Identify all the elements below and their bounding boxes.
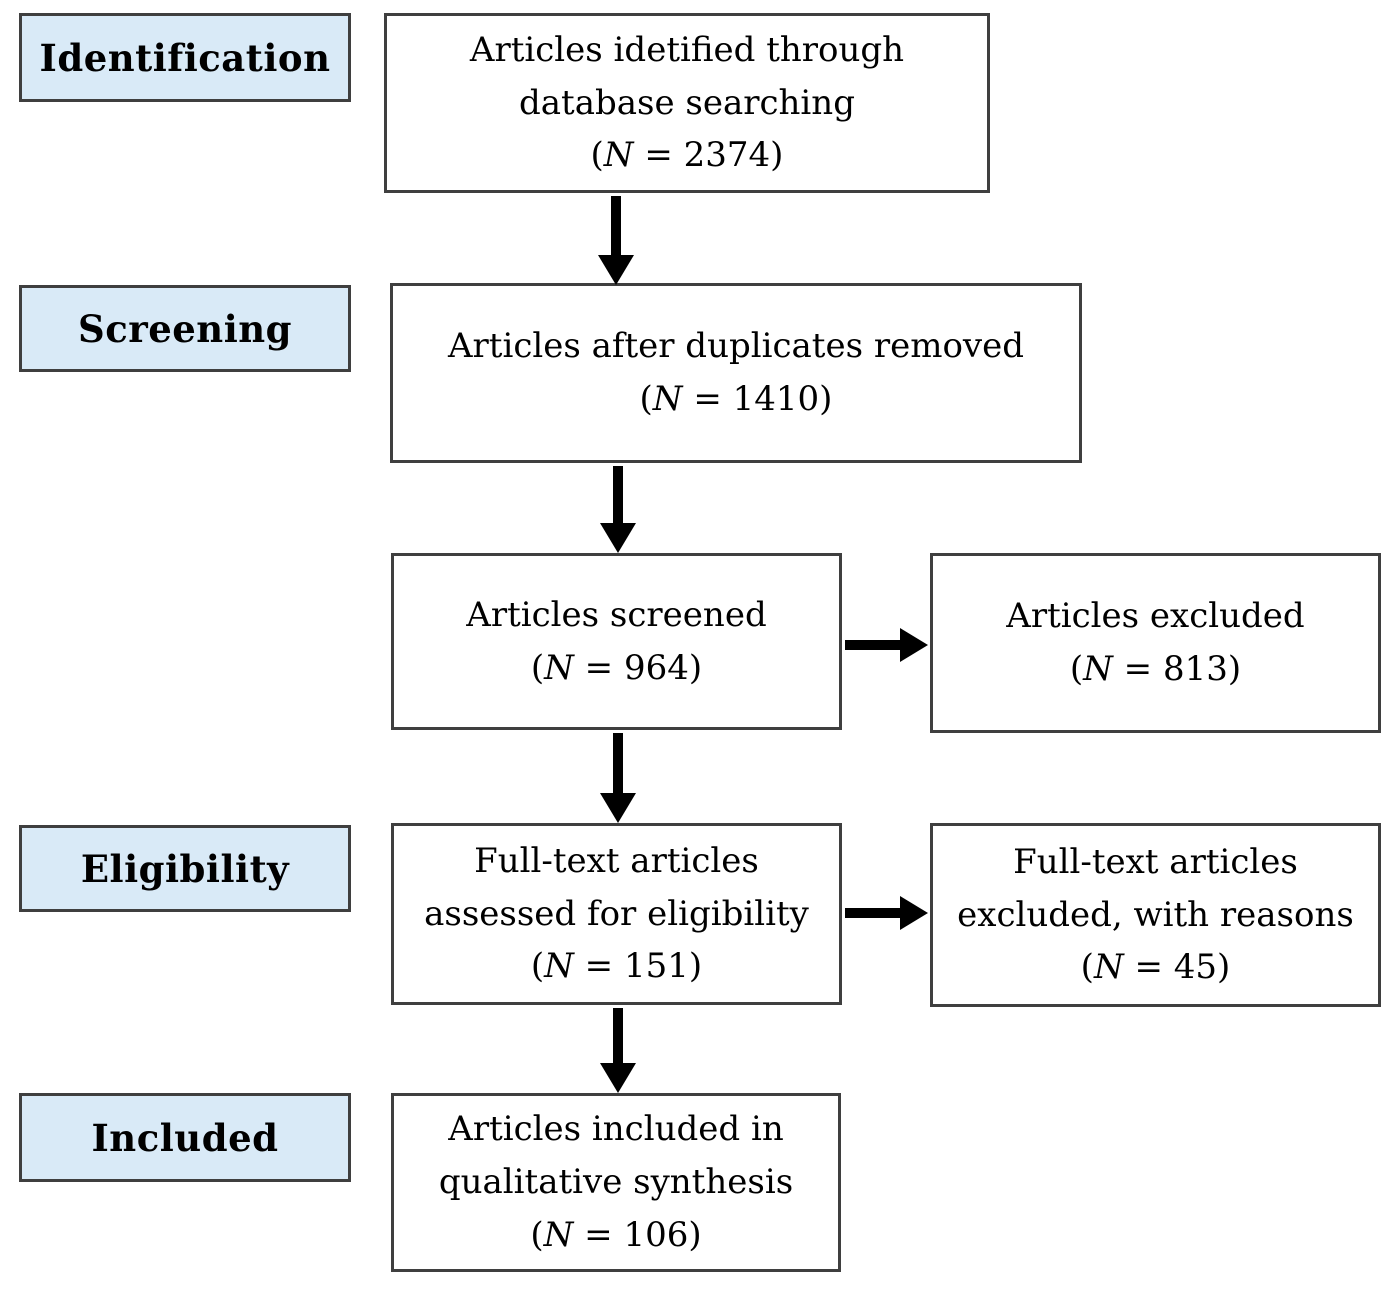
flow-box-fulltext-assessed: Full-text articles assessed for eligibili… <box>391 823 842 1005</box>
flow-box-fulltext-excluded: Full-text articles excluded, with reasons… <box>930 823 1381 1007</box>
flow-box-text-line: Articles excluded <box>1006 596 1305 637</box>
stage-label-identification: Identification <box>39 35 331 80</box>
flow-box-text-line: (N = 1410) <box>639 379 833 419</box>
flow-box-included-qualitative: Articles included in qualitative synthesi… <box>391 1093 841 1272</box>
flow-box-after-duplicates: Articles after duplicates removed (N = 14… <box>390 283 1082 463</box>
flow-box-text-line: (N = 964) <box>530 647 703 688</box>
flow-box-text-line: qualitative synthesis <box>438 1162 794 1203</box>
flow-box-text-line: assessed for eligibility <box>424 893 809 934</box>
flow-box-text-line: Articles after duplicates removed <box>447 326 1025 367</box>
flow-box-articles-identified: Articles idetified through database searc… <box>384 13 990 193</box>
stage-label-screening: Screening <box>77 306 293 351</box>
flow-box-text-line: (N = 2374) <box>590 135 784 176</box>
stage-box-included: Included <box>19 1093 351 1182</box>
stage-box-identification: Identification <box>19 13 351 102</box>
flow-box-text-line: Full-text articles <box>1013 841 1298 882</box>
stage-box-screening: Screening <box>19 285 351 372</box>
flow-box-text-line: Full-text articles <box>474 840 759 881</box>
flow-box-text-line: (N = 813) <box>1069 649 1242 689</box>
flow-box-text-line: database searching <box>519 82 855 123</box>
flow-box-text-line: Articles idetified through <box>469 29 905 70</box>
stage-label-eligibility: Eligibility <box>80 846 290 891</box>
flow-box-text-line: Articles screened <box>466 594 767 635</box>
flow-box-text-line: (N = 45) <box>1080 947 1231 988</box>
flow-box-articles-screened: Articles screened (N = 964) <box>391 553 842 730</box>
flow-box-text-line: Articles included in <box>448 1109 784 1150</box>
flow-box-text-line: excluded, with reasons <box>957 894 1354 935</box>
flow-box-articles-excluded: Articles excluded (N = 813) <box>930 553 1381 733</box>
flow-box-text-line: (N = 151) <box>530 946 703 987</box>
stage-box-eligibility: Eligibility <box>19 825 351 912</box>
flow-box-text-line: (N = 106) <box>530 1214 702 1255</box>
stage-label-included: Included <box>91 1115 279 1160</box>
